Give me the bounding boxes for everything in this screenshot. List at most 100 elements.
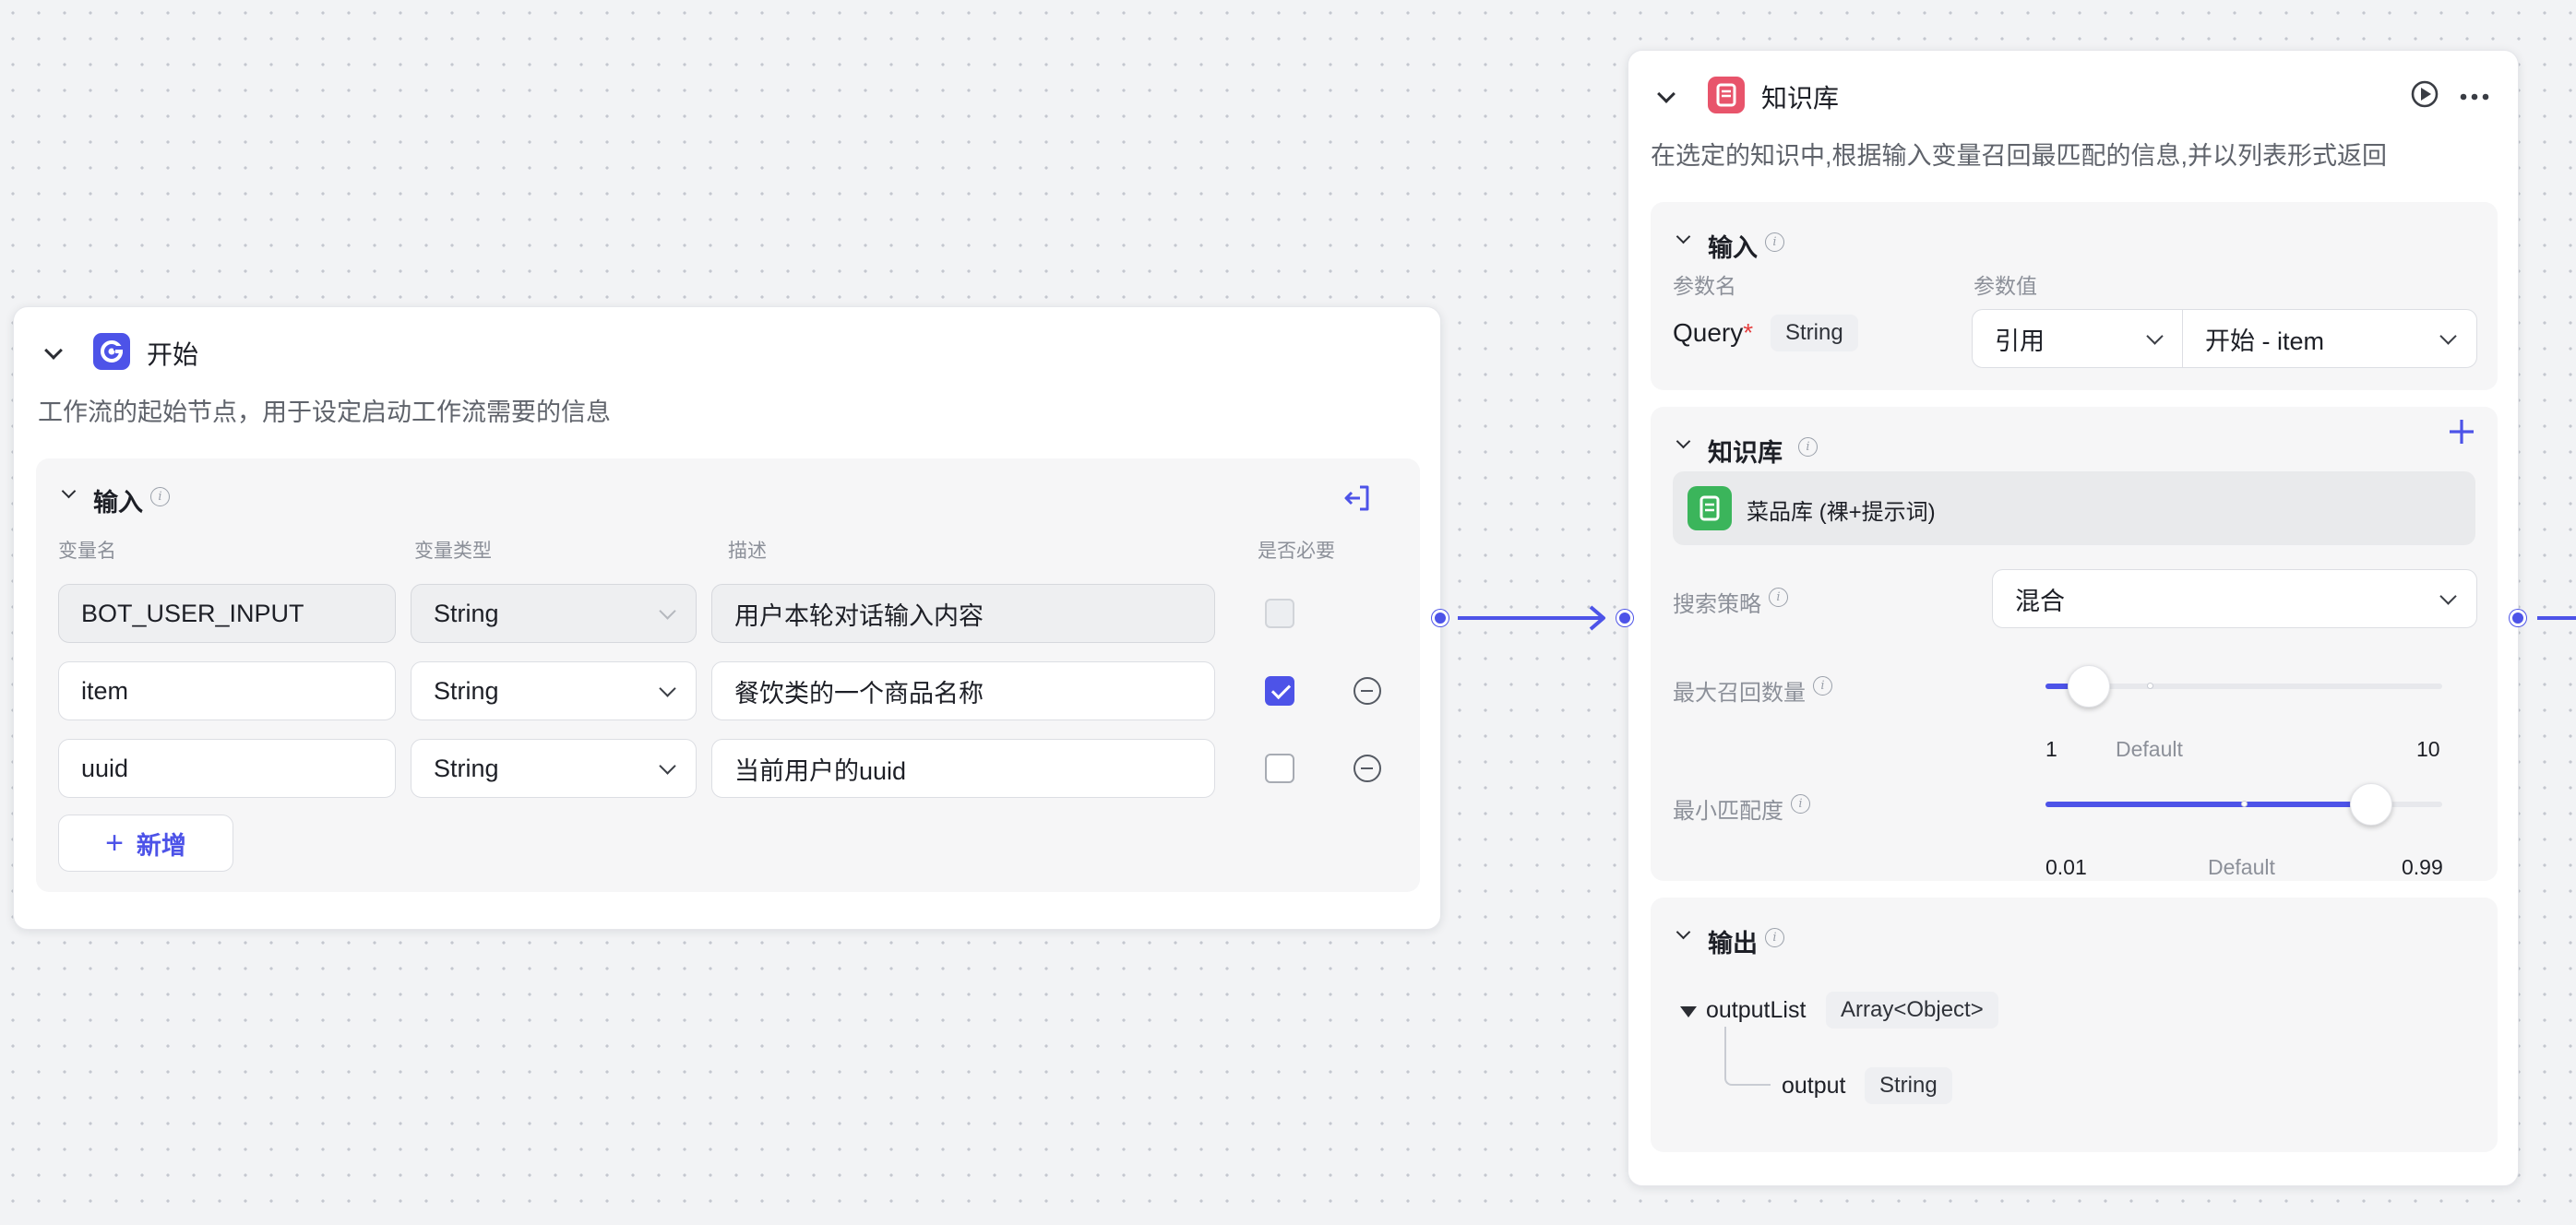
- max-recall-max: 10: [2416, 737, 2440, 761]
- strategy-label: 搜索策略: [1673, 592, 1761, 617]
- knowledge-node-input-port[interactable]: [1616, 610, 1633, 626]
- node-title: 开始: [147, 340, 199, 369]
- min-score-slider-knob[interactable]: [2349, 783, 2392, 826]
- add-variable-button[interactable]: + 新增: [58, 815, 233, 872]
- variable-type-select[interactable]: String: [411, 584, 697, 643]
- kb-knowledge-section: 知识库 i 菜品库 (裸+提示词) 搜索策略 i 混合 最大召: [1651, 407, 2498, 881]
- chevron-down-icon: [659, 602, 676, 620]
- field-value: uuid: [81, 754, 129, 782]
- info-icon[interactable]: i: [150, 487, 170, 506]
- param-type-tag: String: [1771, 315, 1858, 351]
- description-input[interactable]: 当前用户的uuid: [711, 739, 1215, 798]
- section-chevron-icon[interactable]: [61, 483, 77, 499]
- connector-edge: [1458, 605, 1605, 631]
- input-section: 输入 i 变量名 变量类型 描述 是否必要 BOT_USER_INPUT Str…: [36, 458, 1420, 892]
- node-description: 在选定的知识中,根据输入变量召回最匹配的信息,并以列表形式返回: [1651, 142, 2388, 170]
- collapse-chevron-icon[interactable]: [1657, 85, 1676, 103]
- max-recall-default: Default: [2116, 737, 2183, 761]
- import-icon[interactable]: [1341, 482, 1372, 514]
- min-score-default: Default: [2208, 855, 2275, 879]
- remove-row-icon[interactable]: [1354, 755, 1381, 782]
- knowledge-node-icon: [1708, 77, 1745, 113]
- kb-output-section: 输出 i outputList Array<Object> output Str…: [1651, 898, 2498, 1152]
- collapse-chevron-icon[interactable]: [44, 341, 63, 360]
- add-knowledge-icon[interactable]: [2446, 416, 2477, 447]
- required-checkbox[interactable]: [1265, 676, 1294, 706]
- max-recall-slider-fill: [2045, 684, 2090, 689]
- variable-type-select[interactable]: String: [411, 661, 697, 720]
- required-checkbox[interactable]: [1265, 599, 1294, 628]
- variable-name-input[interactable]: BOT_USER_INPUT: [58, 584, 396, 643]
- variable-name-input[interactable]: uuid: [58, 739, 396, 798]
- section-chevron-icon[interactable]: [1676, 229, 1691, 244]
- output-list-type-tag: Array<Object>: [1826, 992, 1998, 1029]
- node-description: 工作流的起始节点，用于设定启动工作流需要的信息: [38, 398, 611, 426]
- kb-input-section: 输入 i 参数名 参数值 Query* String 引用 开始 - item: [1651, 202, 2498, 390]
- section-title: 知识库: [1708, 439, 1783, 467]
- strategy-select[interactable]: 混合: [1992, 569, 2477, 628]
- description-input[interactable]: 餐饮类的一个商品名称: [711, 661, 1215, 720]
- field-value: 混合: [2015, 587, 2065, 615]
- param-name: Query*: [1673, 318, 1753, 348]
- field-value: 用户本轮对话输入内容: [734, 601, 984, 630]
- section-title: 输入: [1708, 234, 1758, 262]
- param-source-select[interactable]: 引用: [1972, 309, 2184, 368]
- more-icon[interactable]: [2459, 89, 2490, 101]
- section-title: 输出: [1708, 930, 1758, 957]
- param-value-select[interactable]: 开始 - item: [2182, 309, 2477, 368]
- info-icon[interactable]: i: [1798, 437, 1818, 457]
- knowledge-node-output-port[interactable]: [2510, 610, 2526, 626]
- knowledge-node[interactable]: 知识库 在选定的知识中,根据输入变量召回最匹配的信息,并以列表形式返回 输入 i…: [1628, 50, 2519, 1186]
- node-title: 知识库: [1761, 84, 1840, 113]
- start-node-output-port[interactable]: [1432, 610, 1449, 626]
- chevron-down-icon: [2146, 327, 2164, 345]
- variable-name-input[interactable]: item: [58, 661, 396, 720]
- param-name-label: 参数名: [1673, 274, 1736, 298]
- field-value: String: [434, 599, 499, 627]
- start-node[interactable]: 开始 工作流的起始节点，用于设定启动工作流需要的信息 输入 i 变量名 变量类型…: [13, 306, 1441, 930]
- info-icon[interactable]: i: [1813, 676, 1832, 696]
- start-node-icon: [93, 333, 130, 370]
- info-icon[interactable]: i: [1765, 928, 1784, 947]
- info-icon[interactable]: i: [1765, 232, 1784, 252]
- min-score-max: 0.99: [2402, 855, 2443, 879]
- chevron-down-icon: [2439, 588, 2457, 605]
- info-icon[interactable]: i: [1769, 588, 1788, 607]
- field-value: 餐饮类的一个商品名称: [734, 679, 984, 708]
- add-label: 新增: [136, 831, 186, 860]
- section-chevron-icon[interactable]: [1676, 434, 1691, 449]
- max-recall-slider-track[interactable]: [2045, 684, 2442, 689]
- col-head-type: 变量类型: [414, 541, 492, 562]
- variable-type-select[interactable]: String: [411, 739, 697, 798]
- min-score-label: 最小匹配度: [1673, 799, 1783, 824]
- run-icon[interactable]: [2409, 78, 2440, 110]
- field-value: item: [81, 676, 129, 705]
- col-head-name: 变量名: [58, 541, 116, 562]
- knowledge-item-icon: [1688, 486, 1732, 530]
- tree-connector: [1724, 1027, 1771, 1086]
- field-value: BOT_USER_INPUT: [81, 599, 304, 627]
- knowledge-item[interactable]: 菜品库 (裸+提示词): [1673, 471, 2475, 545]
- remove-row-icon[interactable]: [1354, 677, 1381, 705]
- field-value: String: [434, 754, 499, 782]
- chevron-down-icon: [2439, 327, 2457, 345]
- required-checkbox[interactable]: [1265, 754, 1294, 783]
- output-child-type-tag: String: [1865, 1067, 1952, 1104]
- max-recall-slider-knob[interactable]: [2068, 665, 2111, 708]
- info-icon[interactable]: i: [1791, 794, 1810, 814]
- field-value: 引用: [1995, 327, 2045, 355]
- description-input[interactable]: 用户本轮对话输入内容: [711, 584, 1215, 643]
- section-title: 输入: [93, 489, 143, 517]
- caret-down-icon[interactable]: [1680, 1006, 1697, 1017]
- field-value: 开始 - item: [2205, 327, 2325, 355]
- chevron-down-icon: [659, 757, 676, 775]
- outgoing-edge: [2537, 616, 2576, 620]
- default-mark: [2241, 801, 2248, 807]
- output-list-name: outputList: [1706, 997, 1807, 1023]
- max-recall-label: 最大召回数量: [1673, 681, 1806, 706]
- required-mark: *: [1743, 318, 1754, 347]
- field-value: String: [434, 676, 499, 705]
- knowledge-item-name: 菜品库 (裸+提示词): [1747, 500, 1936, 525]
- section-chevron-icon[interactable]: [1676, 924, 1691, 940]
- param-value-label: 参数值: [1974, 274, 2037, 298]
